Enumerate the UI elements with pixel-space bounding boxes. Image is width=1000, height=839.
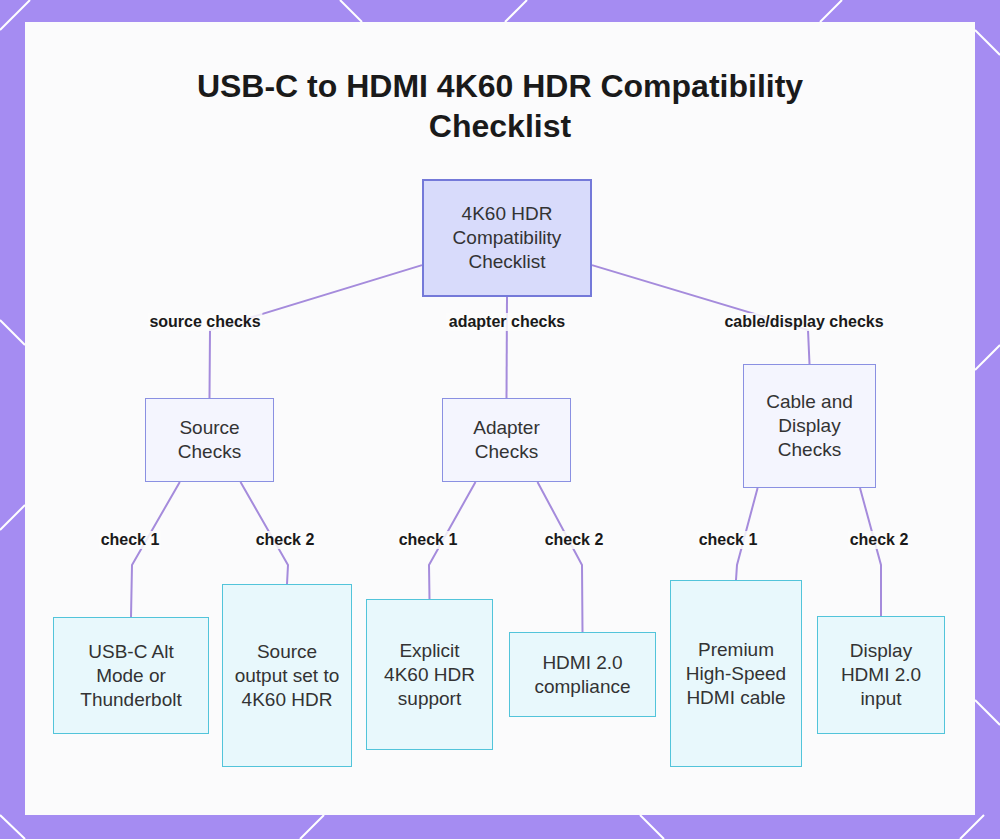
node-text: Explicit 4K60 HDR support xyxy=(375,639,484,711)
node-text: HDMI 2.0 compliance xyxy=(518,651,647,699)
category-box: Source Checks xyxy=(145,398,274,482)
node-text: USB-C Alt Mode or Thunderbolt xyxy=(62,640,200,712)
edge-label: check 1 xyxy=(99,531,162,549)
connector-line xyxy=(538,482,583,632)
connector-line xyxy=(210,265,423,398)
node-text: Display HDMI 2.0 input xyxy=(826,639,936,711)
edge-label: check 2 xyxy=(543,531,606,549)
edge-label: check 2 xyxy=(254,531,317,549)
border-line xyxy=(505,0,527,22)
root-box: 4K60 HDR Compatibility Checklist xyxy=(422,179,592,297)
edge-label: adapter checks xyxy=(447,313,568,331)
edge-label: check 2 xyxy=(848,531,911,549)
border-line xyxy=(820,0,842,22)
border-line xyxy=(975,30,1000,55)
node-text: 4K60 HDR Compatibility Checklist xyxy=(432,202,582,274)
node-text: Source output set to 4K60 HDR xyxy=(231,640,343,712)
connector-line xyxy=(131,482,180,617)
edge-label: check 1 xyxy=(397,531,460,549)
connector-line xyxy=(860,488,881,616)
category-box: Cable and Display Checks xyxy=(743,364,876,488)
border-line xyxy=(300,815,324,839)
check-box: Premium High-Speed HDMI cable xyxy=(670,580,802,767)
check-box: USB-C Alt Mode or Thunderbolt xyxy=(53,617,209,734)
edge-label: check 1 xyxy=(697,531,760,549)
node-text: Source Checks xyxy=(154,416,265,464)
node-text: Premium High-Speed HDMI cable xyxy=(679,638,793,710)
edge-label: cable/display checks xyxy=(722,313,885,331)
node-text: Cable and Display Checks xyxy=(752,390,867,462)
category-box: Adapter Checks xyxy=(442,398,571,482)
check-box: Explicit 4K60 HDR support xyxy=(366,599,493,750)
check-box: HDMI 2.0 compliance xyxy=(509,632,656,717)
diagram-title: USB-C to HDMI 4K60 HDR Compatibility Che… xyxy=(180,66,820,146)
border-line xyxy=(0,815,25,839)
node-text: Adapter Checks xyxy=(451,416,562,464)
edge-label: source checks xyxy=(147,313,262,331)
border-line xyxy=(975,700,1000,725)
border-line xyxy=(960,815,984,839)
border-line xyxy=(0,505,25,530)
border-line xyxy=(340,0,362,22)
border-line xyxy=(975,345,1000,370)
border-line xyxy=(640,815,664,839)
border-line xyxy=(0,320,25,345)
check-box: Source output set to 4K60 HDR xyxy=(222,584,352,767)
check-box: Display HDMI 2.0 input xyxy=(817,616,945,734)
